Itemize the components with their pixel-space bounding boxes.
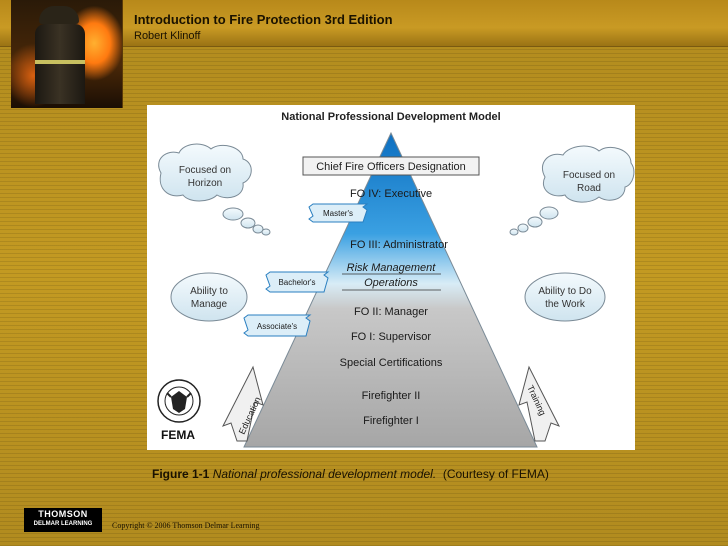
figure-caption: Figure 1-1 National professional develop… [152, 467, 549, 481]
level-fo1: FO I: Supervisor [351, 331, 431, 343]
education-arrow-icon [221, 365, 264, 442]
bachelors-label: Bachelor's [278, 278, 315, 287]
dhs-seal-icon [157, 379, 201, 423]
book-author: Robert Klinoff [134, 30, 201, 42]
oval-right-line2: the Work [545, 299, 586, 310]
thought-left-line1: Focused on [179, 165, 231, 176]
level-firefighter-2: Firefighter II [362, 390, 421, 402]
oval-right-line1: Ability to Do [538, 286, 592, 297]
caption-credit: (Courtesy of FEMA) [442, 467, 549, 481]
chief-designation-box [302, 156, 480, 176]
reflective-stripe [35, 60, 85, 64]
associates-banner-icon [243, 314, 312, 337]
level-risk-management: Risk Management [347, 262, 437, 274]
thought-left-line2: Horizon [188, 178, 222, 189]
fema-label: FEMA [161, 428, 195, 442]
associates-label: Associate's [257, 322, 297, 331]
level-fo3: FO III: Administrator [350, 239, 448, 251]
copyright-text: Copyright © 2006 Thomson Delmar Learning [112, 521, 260, 530]
diagram-panel: National Professional Development Model … [147, 105, 635, 450]
thought-cloud-right [509, 145, 635, 236]
level-fo4: FO IV: Executive [350, 188, 432, 200]
level-fo2: FO II: Manager [354, 306, 428, 318]
thought-cloud-left [158, 143, 271, 236]
book-title: Introduction to Fire Protection 3rd Edit… [134, 12, 393, 27]
diagram-title: National Professional Development Model [281, 111, 500, 123]
thought-right-line2: Road [577, 183, 601, 194]
oval-right [524, 272, 606, 322]
thomson-logo: THOMSON DELMAR LEARNING [24, 508, 102, 532]
masters-label: Master's [323, 209, 353, 218]
masters-banner-icon [308, 203, 369, 223]
level-special-certifications: Special Certifications [340, 357, 443, 369]
caption-label: Figure 1-1 [152, 467, 210, 481]
firefighter-figure [35, 24, 85, 104]
development-model-diagram: National Professional Development Model … [157, 111, 635, 448]
caption-text: National professional development model. [212, 467, 437, 481]
oval-left [170, 272, 248, 322]
chief-designation-label: Chief Fire Officers Designation [316, 161, 466, 173]
training-arrow-icon [518, 365, 561, 442]
level-firefighter-1: Firefighter I [363, 415, 419, 427]
oval-left-line2: Manage [191, 299, 228, 310]
thought-right-line1: Focused on [563, 170, 615, 181]
bachelors-banner-icon [265, 271, 330, 293]
firefighter-photo [11, 0, 123, 108]
level-operations: Operations [364, 277, 418, 289]
helmet-icon [39, 6, 79, 24]
oval-left-line1: Ability to [190, 286, 228, 297]
logo-bottom-text: DELMAR LEARNING [33, 521, 93, 527]
logo-top-text: THOMSON [38, 509, 88, 519]
